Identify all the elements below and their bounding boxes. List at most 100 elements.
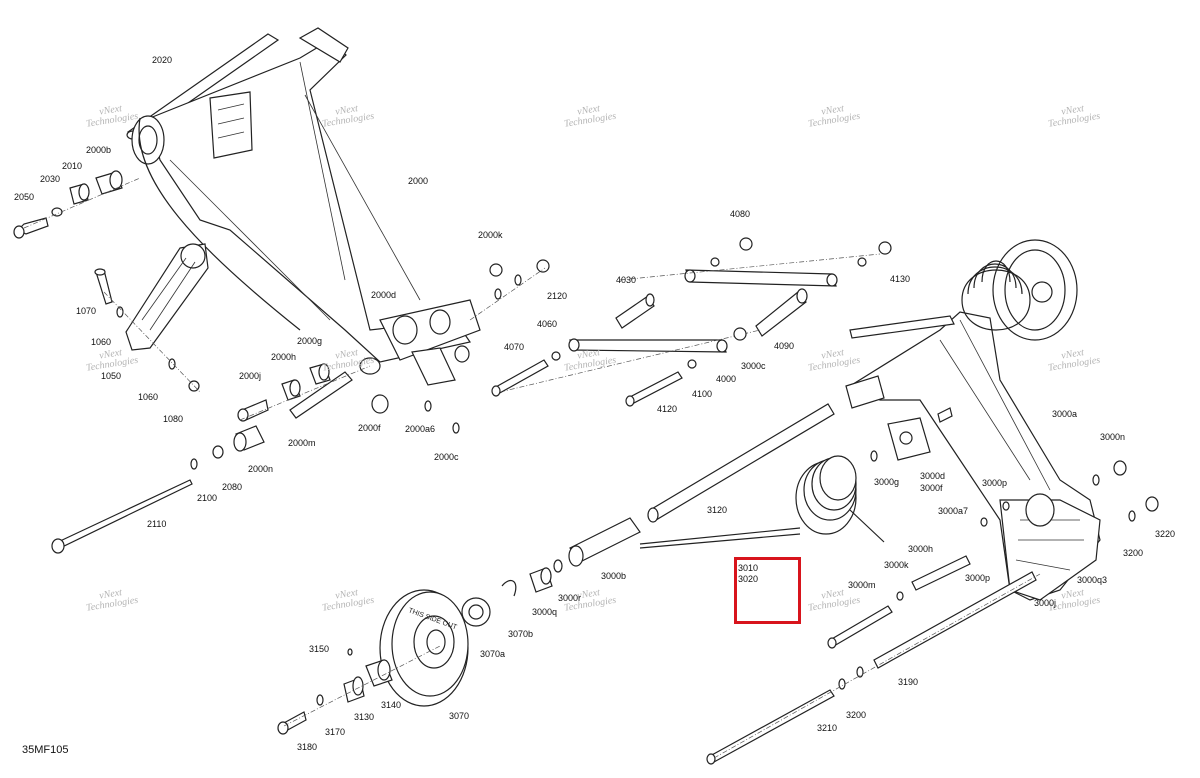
part-label[interactable]: 3070 <box>449 711 470 721</box>
sleeve-2000f <box>371 394 389 414</box>
part-label[interactable]: 2000m <box>288 438 316 448</box>
part-label[interactable]: 3140 <box>381 700 402 710</box>
part-label[interactable]: 3200 <box>846 710 867 720</box>
part-label[interactable]: 2000k <box>478 230 503 240</box>
part-label[interactable]: 3000r <box>558 593 582 603</box>
part-label[interactable]: 4070 <box>504 342 525 352</box>
part-label[interactable]: 3000p <box>965 573 991 583</box>
grease-fitting-2000a6 <box>424 400 432 412</box>
washer-2080 <box>212 445 224 459</box>
part-label[interactable]: 3170 <box>325 727 346 737</box>
washer-3000k <box>896 591 904 601</box>
part-label[interactable]: 4060 <box>537 319 558 329</box>
washer-3170 <box>316 694 324 706</box>
nut-3220 <box>1145 496 1159 512</box>
part-label[interactable]: 3000j <box>1034 598 1057 608</box>
part-label[interactable]: 3000m <box>848 580 876 590</box>
nut-3000n <box>1113 460 1127 476</box>
washer-3000n <box>1092 474 1100 486</box>
part-label[interactable]: 2050 <box>14 192 35 202</box>
washer-3200-b <box>838 678 846 690</box>
bolt-3180 <box>277 711 307 735</box>
part-label[interactable]: 3000q <box>532 607 558 617</box>
part-label[interactable]: 3000a7 <box>938 506 969 516</box>
part-label[interactable]: 4030 <box>616 275 637 285</box>
spacer-3140 <box>365 659 393 687</box>
part-label[interactable]: 4000 <box>716 374 737 384</box>
part-label[interactable]: 3120 <box>707 505 728 515</box>
part-label[interactable]: 3220 <box>1155 529 1176 539</box>
part-label[interactable]: 2020 <box>152 55 173 65</box>
bolt-4070 <box>491 359 549 397</box>
part-label[interactable]: 2000c <box>434 452 459 462</box>
part-label[interactable]: 2000 <box>408 176 429 186</box>
washer-3000r <box>553 559 563 573</box>
part-label[interactable]: 3000p <box>982 478 1008 488</box>
highlight-label[interactable]: 3010 <box>738 563 759 573</box>
part-label[interactable]: 1060 <box>91 337 112 347</box>
nut-4130 <box>878 241 892 255</box>
bushing-3000c <box>733 327 747 341</box>
part-label[interactable]: 2000j <box>239 371 262 381</box>
highlight-label[interactable]: 3020 <box>738 574 759 584</box>
part-label[interactable]: 4100 <box>692 389 713 399</box>
part-label[interactable]: 3180 <box>297 742 318 752</box>
shaft-2000m <box>289 371 353 419</box>
part-label[interactable]: 2000a6 <box>405 424 436 434</box>
part-label[interactable]: 3000d <box>920 471 946 481</box>
part-label[interactable]: 3000a <box>1052 409 1078 419</box>
part-label[interactable]: 2120 <box>547 291 568 301</box>
sleeve-2000h <box>281 379 301 401</box>
bearing-3070a <box>461 597 491 627</box>
part-label[interactable]: 3000q3 <box>1077 575 1108 585</box>
washer-3200-right <box>1128 510 1136 522</box>
part-label[interactable]: 3210 <box>817 723 838 733</box>
part-label[interactable]: 3070a <box>480 649 506 659</box>
part-label[interactable]: 1050 <box>101 371 122 381</box>
part-label[interactable]: 4120 <box>657 404 678 414</box>
part-label[interactable]: 3000k <box>884 560 909 570</box>
part-label[interactable]: 3000c <box>741 361 766 371</box>
part-label[interactable]: 2100 <box>197 493 218 503</box>
bushing-2000n <box>233 425 265 452</box>
part-label[interactable]: 2000n <box>248 464 274 474</box>
part-label[interactable]: 1060 <box>138 392 159 402</box>
part-label[interactable]: 3000h <box>908 544 934 554</box>
part-label[interactable]: 2000d <box>371 290 397 300</box>
bolt-2110 <box>51 479 193 554</box>
circlip-3070b <box>501 579 517 597</box>
washer-4060 <box>551 351 561 361</box>
part-label[interactable]: 4130 <box>890 274 911 284</box>
tube-3000h <box>911 555 971 591</box>
part-label[interactable]: 2000f <box>358 423 381 433</box>
bolt-3000m <box>827 605 893 649</box>
part-label[interactable]: 3190 <box>898 677 919 687</box>
rod-4000-lower <box>568 338 728 353</box>
part-label[interactable]: 2030 <box>40 174 61 184</box>
part-label[interactable]: 2000h <box>271 352 297 362</box>
part-label[interactable]: 3000n <box>1100 432 1126 442</box>
part-label[interactable]: 3000f <box>920 483 943 493</box>
part-label[interactable]: 4090 <box>774 341 795 351</box>
part-label[interactable]: 1070 <box>76 306 97 316</box>
part-label[interactable]: 2010 <box>62 161 83 171</box>
part-label[interactable]: 1080 <box>163 414 184 424</box>
part-label[interactable]: 4080 <box>730 209 751 219</box>
part-label[interactable]: 3200 <box>1123 548 1144 558</box>
part-label[interactable]: 2000b <box>86 145 112 155</box>
spacer-4030 <box>615 293 655 329</box>
part-label[interactable]: 3000b <box>601 571 627 581</box>
washer-4130a <box>857 257 867 267</box>
part-label[interactable]: 2110 <box>147 519 167 529</box>
part-label[interactable]: 3070b <box>508 629 534 639</box>
part-label[interactable]: 3130 <box>354 712 375 722</box>
tube-3000b <box>568 517 641 567</box>
part-label[interactable]: 3000g <box>874 477 900 487</box>
part-label[interactable]: 2080 <box>222 482 243 492</box>
bushing-3000q <box>529 567 553 593</box>
part-label[interactable]: 2000g <box>297 336 323 346</box>
washer-3200-a <box>856 666 864 678</box>
part-label[interactable]: 3150 <box>309 644 330 654</box>
highlight-box[interactable] <box>734 557 801 624</box>
